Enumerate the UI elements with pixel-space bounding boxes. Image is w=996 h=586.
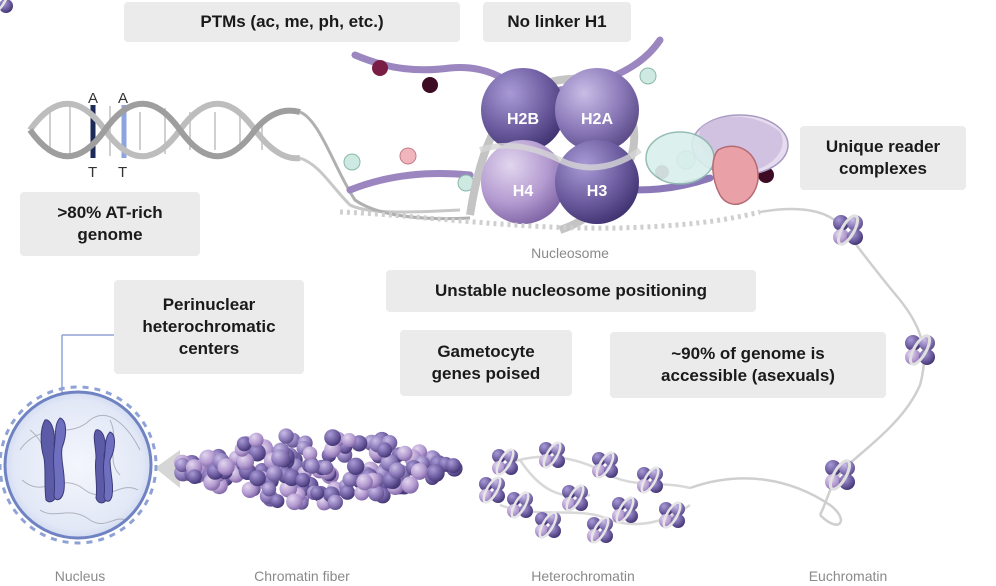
caption-heterochromatin: Heterochromatin [531,568,635,584]
caption-euchromatin: Euchromatin [808,568,888,584]
ptm-dot [639,67,657,85]
caption-nucleosome: Nucleosome [531,245,609,261]
fiber-nucleosome [295,472,311,488]
caption-nucleus: Nucleus [54,568,106,584]
base-t-2: T [118,164,127,181]
ptm-dot [372,60,388,76]
h2a-label: H2A [581,111,613,128]
callout-perinuclear-text: Perinuclear heterochromatic centers [142,295,276,358]
fiber-nucleosome [342,433,357,448]
fiber-nucleosome [324,429,341,446]
heterochromatin-cluster [0,0,842,546]
callout-no-linker-text: No linker H1 [507,12,607,31]
fiber-nucleosome [236,453,255,471]
fiber-nucleosome [376,442,393,458]
fiber-nucleosome [327,494,343,510]
callout-accessible-text: ~90% of genome is accessible (asexuals) [661,344,835,385]
fiber-nucleosome [397,445,413,462]
callout-perinuclear: Perinuclear heterochromatic centers [114,280,304,374]
fiber-nucleosome [270,494,285,509]
fiber-nucleosome [261,482,277,497]
histone-h2a [555,68,639,152]
ptm-dot [422,77,438,93]
fiber-nucleosome [410,463,428,480]
fiber-nucleosome [318,460,334,475]
fiber-nucleosome [217,458,235,476]
h3-label: H3 [587,183,608,200]
fiber-nucleosome [347,457,365,475]
callout-unstable-text: Unstable nucleosome positioning [434,281,708,300]
callout-unstable: Unstable nucleosome positioning [386,270,756,312]
dna-double-helix [27,100,471,221]
fiber-nucleosome [324,441,341,458]
nucleus [0,334,158,545]
h4-label: H4 [513,183,534,200]
caption-chromatin-fiber: Chromatin fiber [254,568,350,584]
fiber-nucleosome [339,484,355,500]
fiber-nucleosome [302,446,318,462]
ptm-dot [343,153,361,171]
fiber-nucleosome [249,469,266,487]
fiber-nucleosome [271,449,289,468]
fiber-nucleosome [266,465,283,482]
callout-accessible: ~90% of genome is accessible (asexuals) [610,332,886,398]
fiber-nucleosome [304,458,320,474]
fiber-nucleosome [175,457,190,473]
callout-gametocyte: Gametocyte genes poised [400,330,572,396]
callout-reader-text: Unique reader complexes [825,137,941,178]
fiber-nucleosome [356,473,373,491]
fiber-nucleosome [278,428,294,444]
fiber-nucleosome [388,462,406,479]
fiber-nucleosome [342,471,358,487]
h2b-label: H2B [507,111,539,128]
fiber-nucleosome [236,436,252,452]
histone-h2b [481,68,565,152]
fiber-nucleosome [368,485,385,502]
base-a-2: A [118,90,128,107]
fiber-nucleosome [241,481,258,498]
fiber-nucleosome [401,476,419,494]
fiber-nucleosome [445,458,461,474]
base-a-1: A [88,90,98,107]
fiber-nucleosome [199,449,217,468]
callout-no-linker: No linker H1 [483,2,631,42]
callout-reader: Unique reader complexes [800,126,966,190]
euchromatin-nucleosomes [825,214,935,491]
callout-at-rich-text: >80% AT-rich genome [57,203,163,244]
fiber-nucleosome [426,464,445,483]
fiber-nucleosome [248,432,264,448]
histone-h4 [481,140,565,224]
callout-at-rich: >80% AT-rich genome [20,192,200,256]
histone-h3 [555,140,639,224]
callout-ptms-text: PTMs (ac, me, ph, etc.) [200,12,384,31]
fiber-nucleosome [286,493,303,511]
chromatin-fiber [155,428,463,511]
fiber-nucleosome [283,469,301,487]
fiber-nucleosome [187,469,202,485]
callout-gametocyte-text: Gametocyte genes poised [431,342,541,383]
callout-ptms: PTMs (ac, me, ph, etc.) [124,2,460,42]
base-t-1: T [88,164,97,181]
nucleosome: H2B H2A H4 H3 [339,36,774,234]
reader-complex [645,114,789,205]
fiber-nucleosome [310,485,325,501]
ptm-dot [399,147,417,165]
